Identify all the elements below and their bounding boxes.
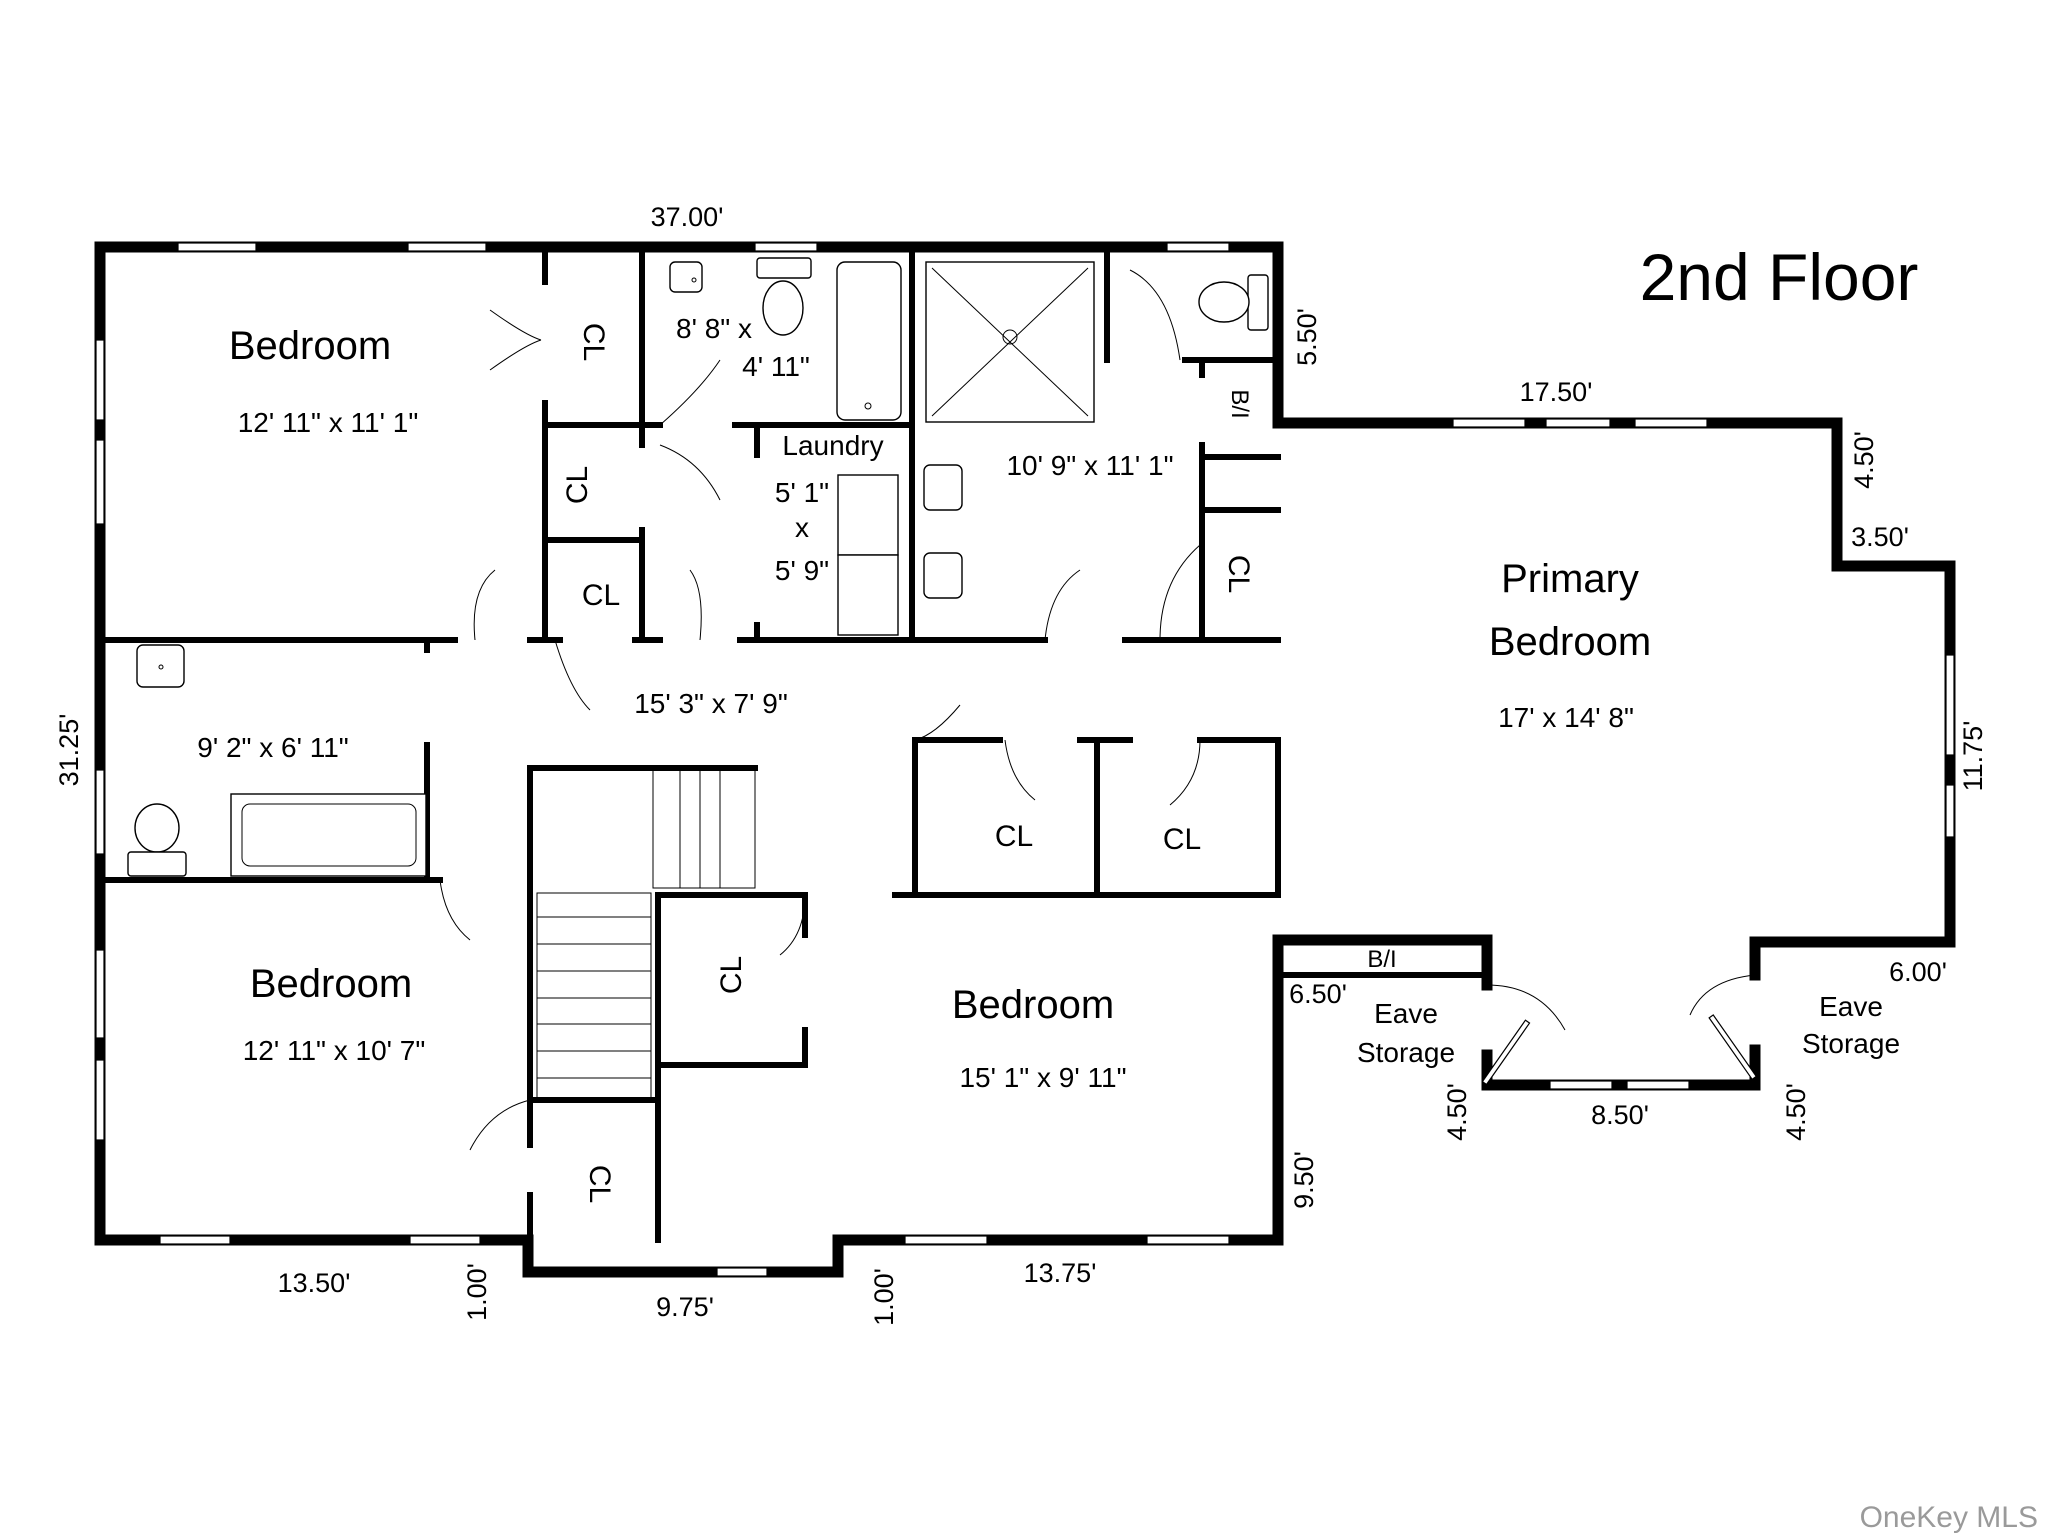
door-swing — [1159, 544, 1201, 641]
builtin-label: B/I — [1226, 389, 1253, 418]
bathtub-icon — [836, 261, 902, 421]
measure-left: 31.25' — [54, 714, 84, 787]
door-swing — [689, 569, 702, 641]
door-swing — [1486, 984, 1566, 1031]
measure-top: 37.00' — [651, 202, 724, 232]
closet-label: CL — [1163, 823, 1201, 856]
measure-step-right: 1.00' — [869, 1268, 899, 1326]
closet-label: CL — [583, 1165, 616, 1203]
measure-primary-top: 17.50' — [1520, 377, 1593, 407]
door-swing — [469, 1099, 531, 1151]
windows — [95, 242, 1955, 1277]
measure-bath-right: 5.50' — [1292, 308, 1322, 366]
sink-icon — [923, 464, 963, 511]
door-swing — [1689, 974, 1756, 1016]
room-dims-bedroom-bottom-center: 15' 1" x 9' 11" — [959, 1062, 1126, 1093]
measure-step-left: 1.00' — [462, 1263, 492, 1321]
closet-label: CL — [1222, 555, 1255, 593]
sink-icon — [669, 261, 703, 293]
doors[interactable] — [439, 269, 1758, 1151]
room-name-primary-l2: Bedroom — [1489, 620, 1651, 664]
room-dims-primary-bath: 10' 9" x 11' 1" — [1006, 450, 1173, 481]
room-dims-bath-top-l1: 8' 8" x — [676, 313, 752, 344]
door-swing — [659, 444, 721, 501]
door-swing — [1129, 269, 1181, 361]
measurements: 37.00' 31.25' 5.50' 17.50' 4.50' 3.50' 1… — [54, 202, 1988, 1326]
toilet-icon — [134, 803, 180, 853]
door-leaf — [1708, 1014, 1758, 1081]
room-dims-laundry-l1: 5' 1" — [775, 477, 829, 508]
measure-bottom-right: 13.75' — [1024, 1258, 1097, 1288]
floor-title: 2nd Floor — [1640, 240, 1919, 314]
measure-bay-bottom: 8.50' — [1591, 1100, 1649, 1130]
fixtures — [127, 257, 1269, 877]
door-swing — [439, 879, 471, 941]
toilet-icon — [1247, 274, 1269, 331]
room-dims-bath-hall: 9' 2" x 6' 11" — [197, 732, 348, 763]
measure-primary-bottom-right: 6.00' — [1889, 957, 1947, 987]
room-labels: Bedroom 12' 11" x 11' 1" 8' 8" x 4' 11" … — [197, 313, 1900, 1203]
door-swing — [659, 359, 721, 426]
eave-storage-right-l2: Storage — [1802, 1028, 1900, 1059]
door-leaf — [1481, 1019, 1531, 1086]
eave-storage-left-l2: Storage — [1357, 1037, 1455, 1068]
door-swing — [1004, 739, 1036, 801]
measure-primary-right: 11.75' — [1958, 721, 1988, 792]
door-swing — [779, 894, 806, 956]
room-dims-laundry-l2: x — [795, 512, 809, 543]
measure-bottom-left: 13.50' — [278, 1268, 351, 1298]
door-swing — [1169, 739, 1201, 806]
door-swing — [473, 569, 496, 641]
room-name-laundry: Laundry — [782, 430, 883, 461]
closet-label: CL — [561, 466, 594, 504]
room-dims-hallway: 15' 3" x 7' 9" — [634, 688, 788, 719]
room-dims-bath-top-l2: 4' 11" — [742, 351, 810, 382]
measure-primary-step-v: 4.50' — [1849, 431, 1879, 489]
eave-storage-right-l1: Eave — [1819, 991, 1883, 1022]
measure-bay-right: 4.50' — [1781, 1083, 1811, 1141]
closet-label: CL — [577, 323, 610, 361]
measure-bottom-mid: 9.75' — [656, 1292, 714, 1322]
builtin-label: B/I — [1367, 946, 1396, 973]
room-name-bedroom-top-left: Bedroom — [229, 324, 391, 368]
door-swing — [554, 639, 591, 711]
room-name-bedroom-bottom-center: Bedroom — [952, 983, 1114, 1027]
room-name-primary-l1: Primary — [1501, 557, 1639, 601]
measure-bay-left: 4.50' — [1442, 1083, 1472, 1141]
closet-label: CL — [995, 820, 1033, 853]
sink-icon — [136, 644, 185, 688]
door-swing — [914, 704, 961, 741]
staircase[interactable] — [536, 767, 756, 1099]
dryer-icon — [837, 554, 899, 636]
room-dims-laundry-l3: 5' 9" — [775, 555, 829, 586]
eave-storage-left-l1: Eave — [1374, 998, 1438, 1029]
measure-bedroom-center-right: 9.50' — [1289, 1151, 1319, 1209]
watermark: OneKey MLS — [1860, 1501, 2038, 1534]
room-name-bedroom-bottom-left: Bedroom — [250, 962, 412, 1006]
door-swing — [489, 309, 542, 341]
washer-icon — [837, 474, 899, 556]
interior-walls — [97, 244, 1490, 1243]
bathtub-icon — [230, 793, 427, 877]
sink-icon — [923, 552, 963, 599]
room-dims-primary: 17' x 14' 8" — [1498, 702, 1634, 733]
closet-label: CL — [715, 956, 748, 994]
room-dims-bedroom-top-left: 12' 11" x 11' 1" — [238, 407, 419, 438]
closet-label: CL — [582, 579, 620, 612]
measure-eave-left: 6.50' — [1289, 979, 1347, 1009]
door-swing — [1044, 569, 1081, 641]
door-swing — [489, 339, 542, 371]
toilet-icon — [756, 257, 812, 279]
measure-primary-step-h: 3.50' — [1851, 522, 1909, 552]
room-dims-bedroom-bottom-left: 12' 11" x 10' 7" — [243, 1035, 426, 1066]
